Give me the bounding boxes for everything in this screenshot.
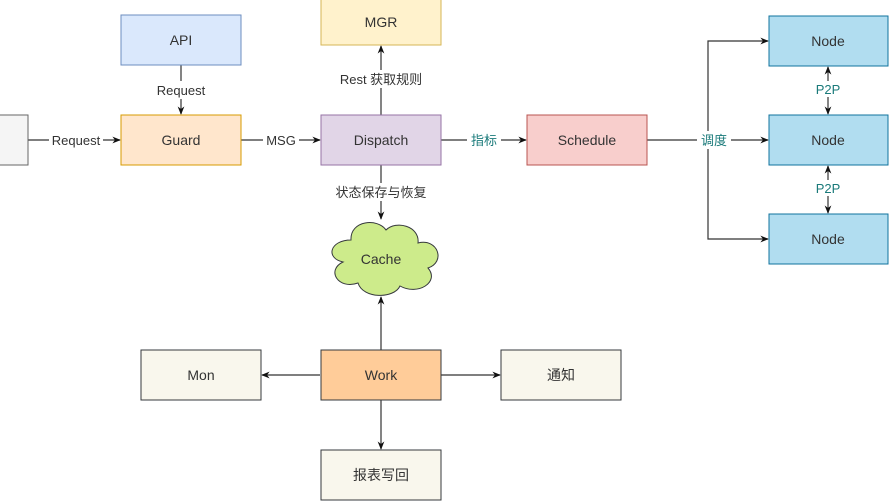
notify-node[interactable]: 通知 bbox=[500, 349, 622, 401]
cloud-shape bbox=[331, 222, 439, 296]
node-3-label: Node bbox=[811, 231, 845, 247]
edge-label-dispatch-schedule: 指标 bbox=[471, 133, 497, 148]
left-stub-node[interactable] bbox=[0, 114, 29, 166]
schedule-node-label: Schedule bbox=[558, 132, 617, 148]
schedule-node[interactable]: Schedule bbox=[526, 114, 648, 166]
dispatch-node[interactable]: Dispatch bbox=[320, 114, 442, 166]
edge-label-schedule-nodes: 调度 bbox=[701, 133, 727, 148]
edge-label-dispatch-cache: 状态保存与恢复 bbox=[335, 185, 426, 200]
node-3[interactable]: Node bbox=[768, 213, 889, 265]
node-2-label: Node bbox=[811, 132, 845, 148]
mon-node[interactable]: Mon bbox=[140, 349, 262, 401]
cache-node-label: Cache bbox=[361, 251, 402, 267]
mon-node-label: Mon bbox=[187, 367, 214, 383]
edge-label-guard-dispatch: MSG bbox=[266, 133, 296, 148]
guard-node[interactable]: Guard bbox=[120, 114, 242, 166]
edge-label-dispatch-mgr: Rest 获取规则 bbox=[340, 72, 422, 87]
report-node-label: 报表写回 bbox=[353, 467, 409, 483]
work-node[interactable]: Work bbox=[320, 349, 442, 401]
guard-node-label: Guard bbox=[162, 132, 201, 148]
work-node-label: Work bbox=[365, 367, 398, 383]
node-1[interactable]: Node bbox=[768, 15, 889, 67]
mgr-node-label: MGR bbox=[365, 14, 398, 30]
report-node[interactable]: 报表写回 bbox=[320, 449, 442, 501]
api-node[interactable]: API bbox=[120, 14, 242, 66]
mgr-node[interactable]: MGR bbox=[320, 0, 442, 46]
edge-label-node2-node3: P2P bbox=[816, 181, 841, 196]
edge-schedule-to-node1 bbox=[707, 37, 769, 140]
node-1-label: Node bbox=[811, 33, 845, 49]
edge-label-api-guard: Request bbox=[157, 83, 206, 98]
notify-node-label: 通知 bbox=[547, 367, 575, 383]
edge-label-stub-guard: Request bbox=[52, 133, 101, 148]
edge-label-node1-node2: P2P bbox=[816, 82, 841, 97]
dispatch-node-label: Dispatch bbox=[354, 132, 408, 148]
node-2[interactable]: Node bbox=[768, 114, 889, 166]
api-node-label: API bbox=[170, 32, 193, 48]
edge-schedule-to-node3 bbox=[707, 140, 769, 243]
left-stub-box bbox=[0, 115, 28, 165]
edge-labels: Request Request MSG Rest 获取规则 指标 状态保存与恢复… bbox=[49, 70, 844, 201]
cache-cloud-node[interactable]: Cache bbox=[331, 222, 439, 296]
